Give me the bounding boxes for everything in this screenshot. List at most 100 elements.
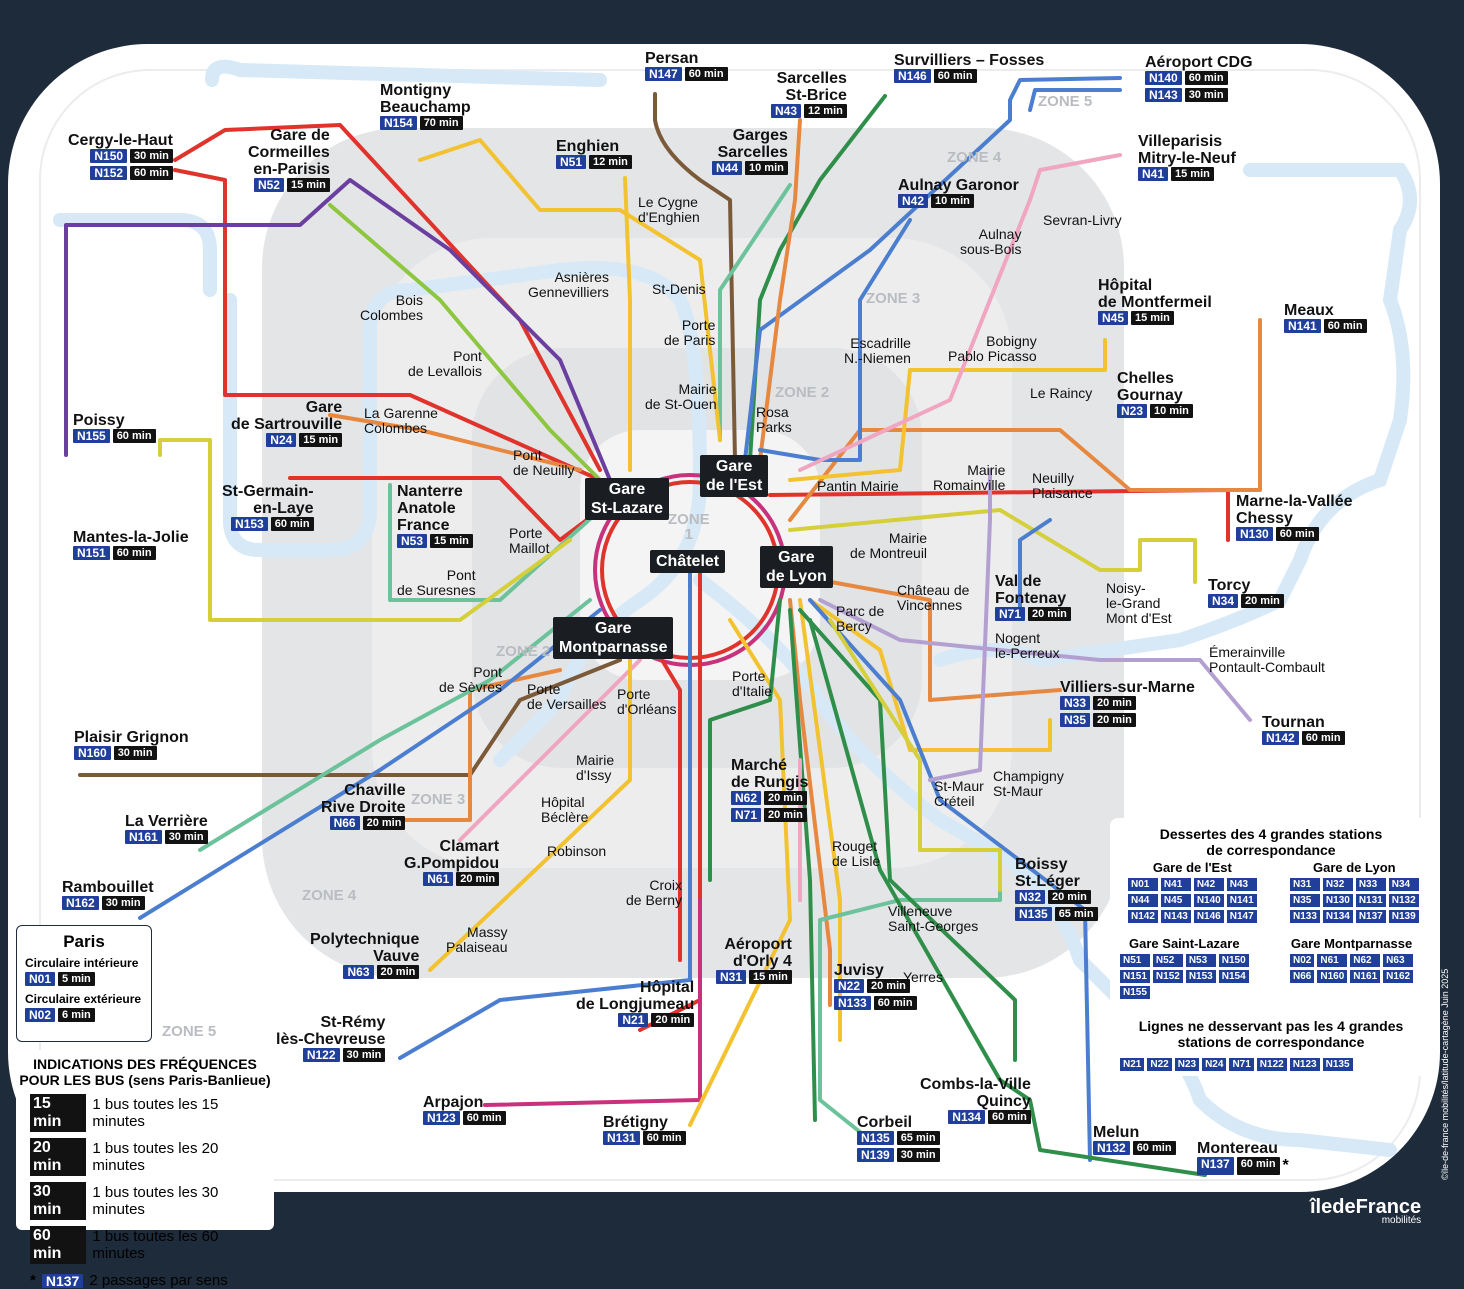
line-badge[interactable]: N130	[1322, 894, 1353, 907]
line-badge[interactable]: N141	[1226, 894, 1257, 907]
line-badge[interactable]: N51	[1120, 954, 1150, 967]
line-badge[interactable]: N135	[1015, 907, 1052, 921]
line-badge[interactable]: N52	[253, 178, 284, 192]
line-badge[interactable]: N71	[995, 607, 1026, 621]
line-badge[interactable]: N135	[1322, 1058, 1353, 1071]
line-badge[interactable]: N147	[645, 67, 682, 81]
line-badge[interactable]: N66	[329, 816, 360, 830]
line-badge[interactable]: N33	[1060, 696, 1091, 710]
line-badge[interactable]: N71	[731, 808, 762, 822]
line-badge[interactable]: N71	[1229, 1058, 1254, 1071]
line-badge[interactable]: N63	[343, 965, 374, 979]
line-badge[interactable]: N31	[716, 970, 747, 984]
line-badge[interactable]: N42	[898, 194, 929, 208]
line-badge[interactable]: N161	[1350, 970, 1381, 983]
line-badge[interactable]: N137	[1355, 910, 1386, 923]
line-badge[interactable]: N153	[231, 517, 268, 531]
line-badge[interactable]: N150	[1218, 954, 1249, 967]
line-badge[interactable]: N150	[90, 149, 128, 163]
line-badge[interactable]: N122	[1256, 1058, 1287, 1071]
line-badge[interactable]: N62	[1350, 954, 1381, 967]
line-badge[interactable]: N154	[380, 116, 417, 130]
line-badge[interactable]: N143	[1160, 910, 1191, 923]
line-badge[interactable]: N162	[62, 896, 99, 910]
line-badge[interactable]: N152	[90, 166, 128, 180]
line-badge[interactable]: N131	[603, 1131, 640, 1145]
line-badge[interactable]: N152	[1152, 970, 1183, 983]
line-badge[interactable]: N43	[1226, 878, 1257, 891]
line-badge[interactable]: N142	[1262, 731, 1299, 745]
line-badge[interactable]: N139	[857, 1148, 894, 1162]
line-badge[interactable]: N34	[1208, 594, 1239, 608]
line-badge[interactable]: N151	[73, 546, 110, 560]
line-badge[interactable]: N41	[1138, 167, 1169, 181]
line-badge[interactable]: N142	[1128, 910, 1158, 923]
line-badge[interactable]: N140	[1145, 71, 1182, 85]
line-badge[interactable]: N154	[1218, 970, 1249, 983]
line-badge[interactable]: N53	[397, 534, 428, 548]
line-badge[interactable]: N22	[834, 979, 865, 993]
line-badge[interactable]: N132	[1388, 894, 1419, 907]
line-badge[interactable]: N32	[1322, 878, 1353, 891]
line-badge[interactable]: N44	[712, 161, 743, 175]
line-badge[interactable]: N141	[1284, 319, 1321, 333]
line-badge[interactable]: N24	[266, 433, 297, 447]
line-badge[interactable]: N123	[1289, 1058, 1320, 1071]
line-badge[interactable]: N53	[1185, 954, 1216, 967]
line-badge[interactable]: N44	[1128, 894, 1158, 907]
line-badge[interactable]: N132	[1093, 1141, 1130, 1155]
line-badge[interactable]: N133	[834, 996, 871, 1010]
line-badge[interactable]: N155	[1120, 986, 1150, 999]
line-badge[interactable]: N146	[894, 69, 931, 83]
line-badge[interactable]: N23	[1117, 404, 1148, 418]
hub-chatelet[interactable]: Châtelet	[650, 550, 726, 573]
line-badge[interactable]: N02	[1290, 954, 1315, 967]
line-badge[interactable]: N52	[1152, 954, 1183, 967]
line-badge[interactable]: N146	[1193, 910, 1224, 923]
line-badge[interactable]: N31	[1290, 878, 1320, 891]
line-badge[interactable]: N140	[1193, 894, 1224, 907]
line-badge[interactable]: N130	[1236, 527, 1273, 541]
line-badge[interactable]: N123	[423, 1111, 460, 1125]
hub-gare-st-lazare[interactable]: Gare St-Lazare	[585, 478, 670, 520]
line-badge[interactable]: N33	[1355, 878, 1386, 891]
line-badge[interactable]: N131	[1355, 894, 1386, 907]
line-badge[interactable]: N133	[1290, 910, 1320, 923]
line-badge[interactable]: N134	[948, 1110, 985, 1124]
line-badge[interactable]: N01	[1128, 878, 1158, 891]
line-badge[interactable]: N153	[1185, 970, 1216, 983]
line-badge[interactable]: N21	[1120, 1058, 1145, 1071]
line-badge[interactable]: N45	[1098, 311, 1129, 325]
line-badge[interactable]: N43	[771, 104, 802, 118]
line-badge[interactable]: N21	[618, 1013, 649, 1027]
line-badge[interactable]: N34	[1388, 878, 1419, 891]
line-badge[interactable]: N160	[1317, 970, 1348, 983]
